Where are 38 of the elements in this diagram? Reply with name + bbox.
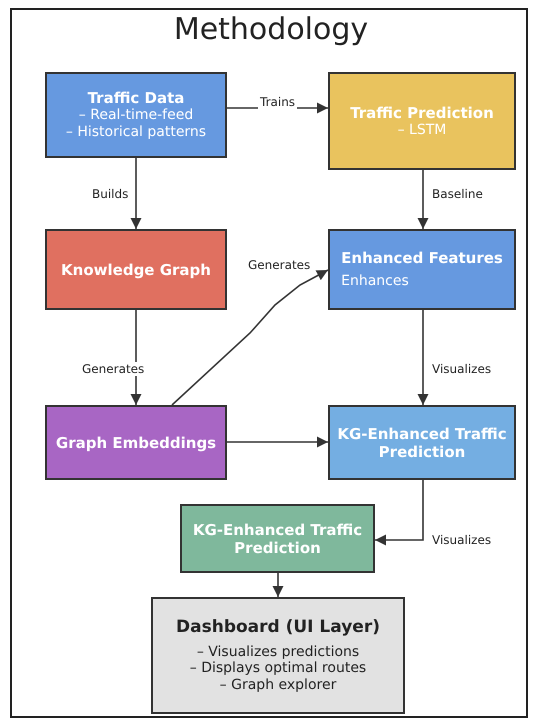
arrow <box>375 480 424 546</box>
box-heading: KG-Enhanced Traffic Prediction <box>336 424 508 460</box>
box-heading: Knowledge Graph <box>61 260 211 278</box>
box-heading: Dashboard (UI Layer) <box>176 617 380 638</box>
process-box <box>45 72 227 158</box>
box-text: – Visualizes predictions <box>196 644 360 660</box>
edge-label: Visualizes <box>430 533 494 547</box>
process-box <box>328 72 516 170</box>
diagram-title: Methodology <box>172 12 370 47</box>
box-text: – Displays optimal routes <box>190 660 366 678</box>
box-heading: KG-Enhanced Traffic Prediction <box>192 520 364 556</box>
edge-label: Visualizes <box>430 362 494 376</box>
box-text: – Historical patterns <box>66 124 206 141</box>
arrow <box>171 269 328 406</box>
arrow <box>417 170 429 229</box>
edge-label: Builds <box>90 187 130 201</box>
box-text: – Real-time-feed <box>78 107 194 124</box>
edge-label: Trains <box>258 95 298 109</box>
box-text: – LSTM <box>398 122 446 138</box>
arrow <box>130 158 142 229</box>
process-box <box>45 229 227 310</box>
box-heading: Graph Embeddings <box>56 434 216 452</box>
edge-label: Baseline <box>430 187 485 201</box>
process-box <box>328 405 516 480</box>
process-box <box>151 597 405 714</box>
process-box <box>180 504 375 573</box>
arrow <box>227 436 328 448</box>
box-heading: Enhanced Features <box>341 249 503 268</box>
arrow <box>417 310 429 405</box>
process-box <box>45 405 227 480</box>
box-heading: Traffic Prediction <box>350 104 494 122</box>
box-text: Enhances <box>341 273 409 290</box>
box-text: – Graph explorer <box>220 677 336 694</box>
process-box <box>328 229 516 310</box>
edge-label: Generates <box>80 362 146 376</box>
box-heading: Traffic Data <box>88 89 184 108</box>
edge-label: Generates <box>246 258 312 272</box>
arrow <box>272 573 284 597</box>
